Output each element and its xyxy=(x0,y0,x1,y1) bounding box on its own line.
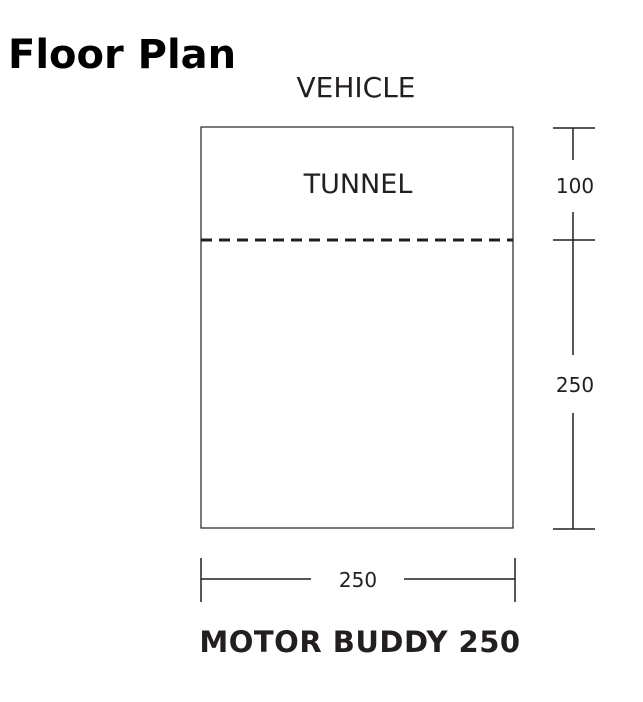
main-depth-dimension: 250 xyxy=(553,240,595,530)
floor-outline xyxy=(200,126,514,529)
main-depth-value: 250 xyxy=(556,373,594,397)
product-name: MOTOR BUDDY 250 xyxy=(199,625,521,659)
tunnel-depth-value: 100 xyxy=(556,174,594,198)
width-value: 250 xyxy=(339,568,377,592)
vehicle-label: VEHICLE xyxy=(297,71,416,104)
tunnel-label: TUNNEL xyxy=(303,169,413,200)
tunnel-depth-dimension: 100 xyxy=(553,127,595,241)
page-title: Floor Plan xyxy=(8,32,237,78)
width-dimension: 250 xyxy=(200,558,516,602)
